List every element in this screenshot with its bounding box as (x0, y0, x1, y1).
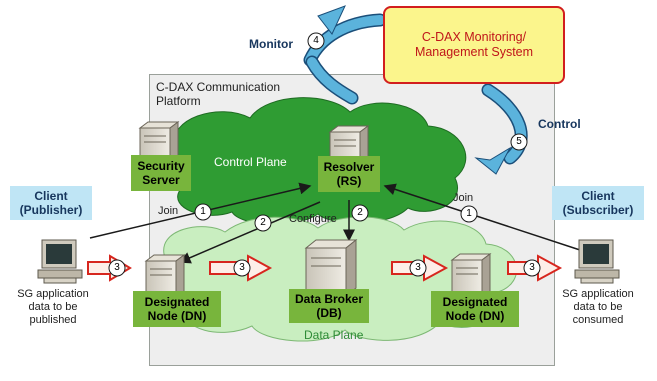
step-circle-5 (510, 133, 528, 151)
subscriber-desc-line1: SG application (562, 288, 634, 300)
publisher-desc-line3: published (29, 314, 77, 326)
security-server-line2: Server (142, 173, 180, 187)
platform-title-line1: C-DAX Communication (156, 80, 281, 94)
control-loop-arrow (474, 83, 528, 175)
subscriber-line1: Client (581, 189, 615, 203)
dn-right-line2: Node (DN) (445, 309, 505, 323)
management-line2: Management System (414, 45, 534, 59)
step-number-data-4: 3 (529, 262, 535, 273)
join-label-left: Join (158, 205, 179, 217)
monitor-loop-arrow (303, 5, 387, 105)
dn-left-label: Designated Node (DN) (133, 291, 221, 327)
platform-title: C-DAX Communication Platform (156, 80, 280, 108)
join-arrow-subscriber (383, 183, 581, 251)
step-number-configure-b: 2 (357, 207, 363, 218)
data-broker-line1: Data Broker (294, 292, 364, 306)
step-circle-data-4 (523, 259, 541, 277)
subscriber-desc-line3: consumed (572, 314, 624, 326)
publisher-line1: Client (34, 189, 68, 203)
dn-right-line1: Designated (442, 295, 508, 309)
resolver-label: Resolver (RS) (318, 156, 380, 192)
subscriber-desc-line2: data to be (573, 301, 623, 313)
step-number-5: 5 (516, 136, 522, 147)
dn-left-line2: Node (DN) (147, 309, 207, 323)
subscriber-client-label: Client (Subscriber) (552, 186, 644, 220)
join-label-right: Join (453, 192, 474, 204)
step-circle-join-right (460, 205, 478, 223)
resolver-line2: (RS) (336, 174, 362, 188)
configure-arrow-left (178, 201, 321, 264)
step-circle-data-1 (108, 259, 126, 277)
subscriber-description: SG application data to be consumed (552, 288, 644, 327)
management-line1: C-DAX Monitoring/ (421, 30, 527, 44)
step-circle-4 (307, 32, 325, 50)
step-circle-join-left (194, 203, 212, 221)
step-number-data-2: 3 (239, 262, 245, 273)
publisher-line2: (Publisher) (19, 203, 83, 217)
data-plane-label: Data Plane (304, 328, 364, 342)
monitor-label: Monitor (249, 37, 293, 51)
configure-label: Configure (289, 213, 337, 225)
step-circles (108, 32, 541, 277)
security-server-label: Security Server (131, 155, 191, 191)
step-number-4: 4 (313, 35, 319, 46)
step-number-join-left: 1 (200, 206, 206, 217)
subscriber-line2: (Subscriber) (562, 203, 634, 217)
subscriber-computer-icon (574, 239, 620, 284)
control-plane-label: Control Plane (214, 155, 287, 169)
publisher-desc-line2: data to be (28, 301, 78, 313)
monitoring-management-system: C-DAX Monitoring/ Management System (383, 6, 565, 84)
security-server-line1: Security (137, 159, 185, 173)
platform-title-line2: Platform (156, 94, 201, 108)
publisher-desc-line1: SG application (17, 288, 89, 300)
step-number-configure-a: 2 (260, 217, 266, 228)
step-circle-data-2 (233, 259, 251, 277)
dn-right-label: Designated Node (DN) (431, 291, 519, 327)
resolver-line1: Resolver (323, 160, 375, 174)
publisher-description: SG application data to be published (8, 288, 98, 327)
dn-left-line1: Designated (144, 295, 210, 309)
data-broker-server-icon (304, 238, 358, 298)
publisher-client-label: Client (Publisher) (10, 186, 92, 220)
step-circle-configure-a (254, 214, 272, 232)
data-broker-line2: (DB) (316, 306, 342, 320)
publisher-computer-icon (37, 239, 83, 284)
step-circle-configure-b (351, 204, 369, 222)
step-number-data-1: 3 (114, 262, 120, 273)
step-number-join-right: 1 (466, 208, 472, 219)
step-circle-data-3 (409, 259, 427, 277)
step-number-data-3: 3 (415, 262, 421, 273)
data-broker-label: Data Broker (DB) (289, 289, 369, 323)
control-label: Control (538, 117, 581, 131)
